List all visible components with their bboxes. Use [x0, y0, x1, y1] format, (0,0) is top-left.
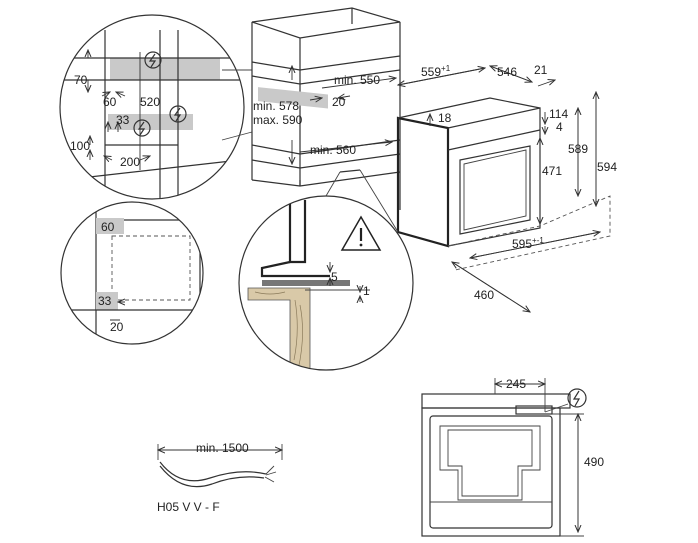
electric-hazard-icon	[144, 51, 162, 69]
vent-area-top	[96, 218, 124, 234]
dim-20: 20	[332, 95, 346, 109]
connector-line	[221, 131, 253, 141]
dim-min-560: min. 560	[310, 143, 356, 157]
built-in-cabinet: min. 550 20 min. 578 max. 590 min. 560	[251, 7, 401, 210]
electric-hazard-icon	[169, 105, 187, 123]
dim-1: 1	[363, 284, 370, 298]
dim-min-578: min. 578	[253, 99, 299, 113]
dim-33: 33	[116, 113, 130, 127]
dim-245: 245	[506, 377, 526, 391]
dim-70: 70	[74, 73, 88, 87]
fixing-detail-circle: 5 1	[238, 195, 414, 371]
top-left-detail-circle: 70 60 520 33 100 200	[59, 14, 245, 200]
dim-460: 460	[474, 288, 494, 302]
oven-back-view: 245 490	[421, 377, 604, 537]
dim-520: 520	[140, 95, 160, 109]
oven-appliance: 559+1 546 21 18 114 4 471 589 594 595+-1…	[398, 63, 617, 312]
dim-min-550: min. 550	[334, 73, 380, 87]
dim-546: 546	[497, 65, 517, 79]
dim-5: 5	[331, 270, 338, 284]
dim-min-1500: min. 1500	[196, 441, 249, 455]
power-cable: min. 1500 H05 V V - F	[157, 441, 282, 514]
connector-line	[359, 169, 399, 233]
dim-20: 20	[110, 320, 124, 334]
dim-60: 60	[101, 220, 115, 234]
dim-18: 18	[438, 111, 452, 125]
connection-box	[515, 405, 553, 415]
dim-200: 200	[120, 155, 140, 169]
side-clearance-detail-circle: 60 33 20	[60, 201, 204, 345]
dim-594: 594	[597, 160, 617, 174]
electric-hazard-icon	[567, 388, 587, 408]
dim-471: 471	[542, 164, 562, 178]
dim-559: 559+1	[421, 64, 451, 79]
dim-595: 595+-1	[512, 236, 544, 251]
vent-area-top	[110, 58, 220, 80]
electric-hazard-icon	[133, 119, 151, 137]
connector-line	[325, 171, 341, 197]
back-panel	[421, 407, 561, 537]
vent-area-cabinet-top	[258, 87, 328, 109]
dim-490: 490	[584, 455, 604, 469]
detail-circle-outline	[59, 14, 245, 200]
vent-area-bottom	[96, 292, 118, 310]
dim-114: 114	[549, 107, 568, 121]
oven-edge	[262, 280, 350, 286]
dim-21: 21	[534, 63, 548, 77]
dim-100: 100	[70, 139, 90, 153]
dim-4: 4	[556, 120, 563, 134]
dim-33: 33	[98, 294, 112, 308]
detail-circle-outline	[60, 201, 204, 345]
warning-triangle-icon	[340, 215, 382, 251]
dim-max-590: max. 590	[253, 113, 303, 127]
dim-589: 589	[568, 142, 588, 156]
cable-type-label: H05 V V - F	[157, 500, 220, 514]
dim-60: 60	[103, 95, 117, 109]
